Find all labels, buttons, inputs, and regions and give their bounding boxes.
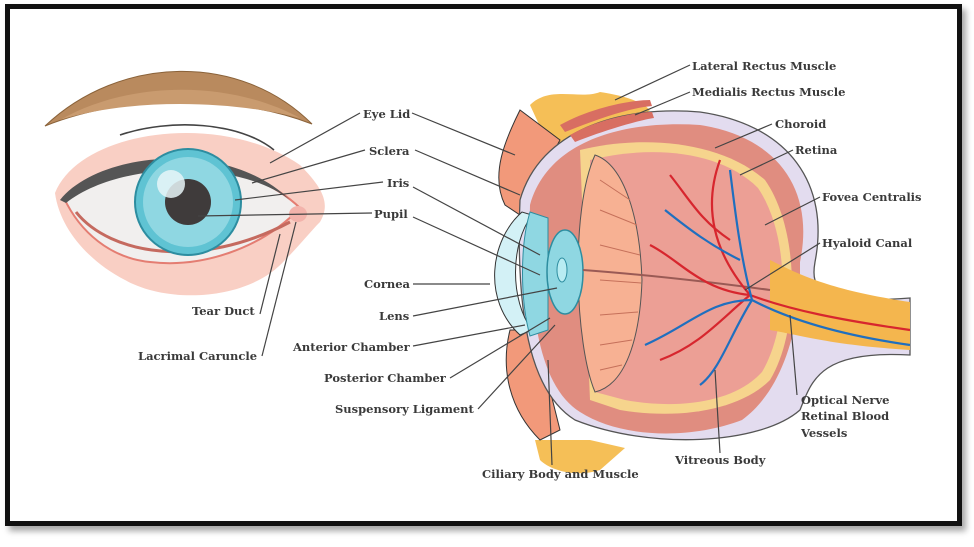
label-vessels: Vessels — [800, 426, 847, 440]
upper-crease — [119, 124, 275, 151]
label-pupil: Pupil — [374, 207, 408, 221]
lateral-rectus-muscle — [560, 100, 652, 132]
lower-lid-line — [74, 211, 291, 254]
eye-highlight — [157, 170, 185, 198]
label-medialis-rectus: Medialis Rectus Muscle — [692, 85, 845, 99]
upper-eyelid-lash — [60, 158, 290, 203]
optic-nerve — [770, 260, 910, 350]
vitreous-body — [590, 152, 783, 405]
label-hyaloid-canal: Hyaloid Canal — [822, 236, 913, 250]
medialis-rectus-muscle — [570, 112, 654, 142]
label-choroid: Choroid — [775, 117, 826, 131]
label-vitreous-body: Vitreous Body — [674, 453, 766, 467]
label-optical-nerve: Optical Nerve — [801, 393, 889, 407]
lower-eyelid-section — [505, 329, 561, 441]
label-lacrimal-caruncle: Lacrimal Caruncle — [138, 349, 257, 363]
label-eye-lid: Eye Lid — [363, 107, 410, 121]
label-sclera: Sclera — [369, 144, 410, 158]
iris-section — [522, 211, 549, 337]
eyebrow-shade — [60, 89, 300, 120]
external-eye-leaders — [197, 112, 384, 357]
label-ciliary-body: Ciliary Body and Muscle — [482, 467, 639, 481]
label-retina: Retina — [795, 143, 838, 157]
label-cornea: Cornea — [364, 277, 411, 291]
cross-section-leaders — [411, 64, 821, 466]
eye-cross-section — [494, 92, 911, 474]
label-suspensory-ligament: Suspensory Ligament — [335, 402, 475, 416]
label-fovea-centralis: Fovea Centralis — [822, 190, 922, 204]
label-lateral-rectus: Lateral Rectus Muscle — [692, 59, 836, 73]
upper-eyelid-section — [498, 109, 561, 216]
label-anterior-chamber: Anterior Chamber — [292, 340, 411, 354]
retinal-veins — [644, 169, 911, 386]
lens-core — [556, 257, 568, 283]
label-iris: Iris — [387, 176, 409, 190]
label-posterior-chamber: Posterior Chamber — [324, 371, 447, 385]
external-eye — [44, 70, 325, 296]
label-tear-duct: Tear Duct — [192, 304, 255, 318]
label-lens: Lens — [379, 309, 409, 323]
orbital-fat-lower — [535, 440, 625, 474]
label-retinal-blood: Retinal Blood — [801, 409, 889, 423]
